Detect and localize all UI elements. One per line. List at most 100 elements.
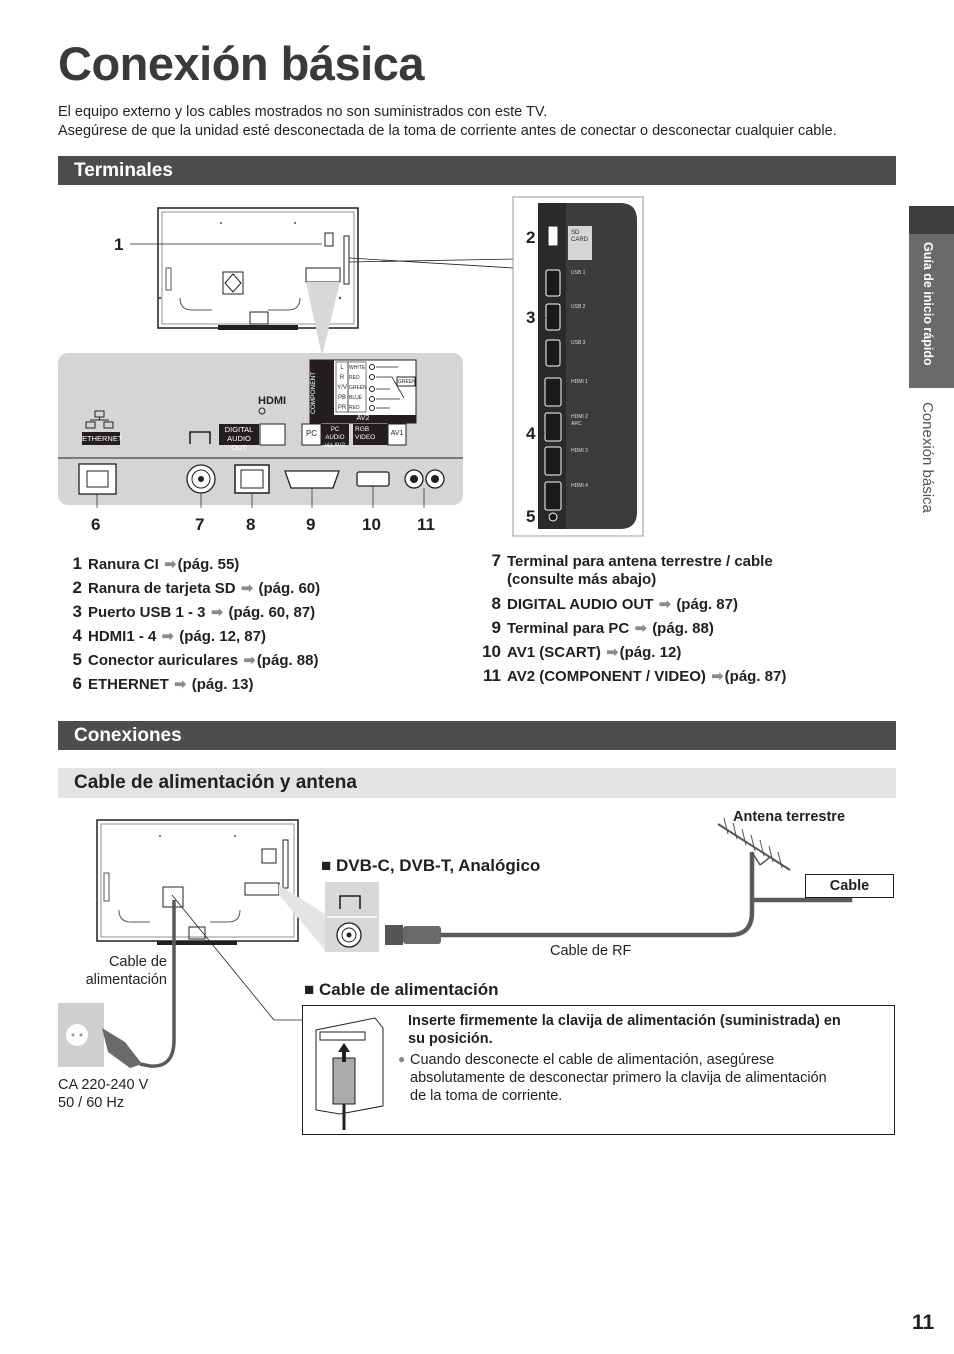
legend-text: AV1 (SCART) [507, 644, 601, 661]
page-title: Conexión básica [58, 37, 425, 90]
callout-7: 7 [195, 515, 205, 534]
legend-item: 5 Conector auriculares ➡(pág. 88) [58, 648, 320, 672]
legend-ref: (pág. 60, 87) [228, 604, 316, 621]
voltage-label: CA 220-240 V 50 / 60 Hz [58, 1076, 148, 1112]
pc-audio-line-1: PC AUDIO [325, 427, 345, 441]
legend-num: 1 [72, 554, 82, 573]
callout-8: 8 [246, 515, 256, 534]
legend-ref: (pág. 88) [256, 652, 319, 669]
legend-ref: (pág. 88) [652, 620, 714, 637]
sd-line: SD [571, 230, 580, 236]
legend-text: ETHERNET [88, 676, 169, 693]
power-heading-text: Cable de alimentación [319, 980, 499, 999]
callout-3: 3 [526, 308, 536, 327]
arrow-icon: ➡ [161, 628, 175, 645]
component-label: COMPONENT [310, 371, 317, 414]
legend-num: 5 [72, 650, 82, 669]
callout-4: 4 [526, 424, 536, 443]
terminals-diagram: HDMI [58, 196, 644, 537]
legend-num: 11 [483, 666, 501, 685]
component-channels: L R Y/V PB PR [336, 363, 348, 413]
page-number: 11 [912, 1311, 935, 1334]
legend-num: 8 [491, 594, 501, 613]
intro-text: El equipo externo y los cables mostrados… [58, 103, 837, 141]
legend-ref: (pág. 12) [619, 644, 682, 661]
frequency-text: 50 / 60 Hz [58, 1095, 125, 1111]
network-icon [85, 410, 114, 429]
callout-9: 9 [306, 515, 316, 534]
legend-num: 10 [482, 642, 501, 661]
hdmi1-label: HDMI 1 [571, 379, 588, 385]
legend-num: 7 [491, 551, 501, 570]
channel-pr: PR [337, 405, 347, 411]
power-note-text: Inserte firmemente la clavija de aliment… [398, 1012, 892, 1105]
pc-audio-label: PC AUDIO via AV2 [321, 426, 349, 450]
intro-line-2: Asegúrese de que la unidad esté desconec… [58, 123, 837, 139]
hdmi2-label: HDMI 2 [571, 414, 588, 420]
legend-item-cont: (consulte más abajo) [507, 571, 657, 588]
legend-ref: (pág. 12, 87) [179, 628, 266, 645]
power-note-box [302, 1005, 895, 1135]
arrow-icon: ➡ [164, 556, 177, 573]
av1-label: AV1 [390, 430, 404, 437]
callout-5: 5 [526, 507, 536, 526]
legend-ref: (pág. 87) [724, 668, 787, 685]
pc-audio-line-2: via AV2 [325, 443, 345, 449]
section-cable-antena: Cable de alimentación y antena [58, 768, 896, 798]
legend-text: Puerto USB 1 - 3 [88, 604, 206, 621]
antenna-icon [717, 817, 791, 871]
antenna-label: Antena terrestre [733, 809, 846, 825]
legend-num: 3 [72, 602, 82, 621]
cable-box: Cable [805, 874, 894, 898]
legend-ref: (pág. 60) [258, 580, 321, 597]
pc-label: PC [305, 429, 318, 438]
color-blue: BLUE [349, 395, 363, 401]
square-bullet-icon: ■ [304, 980, 319, 999]
section-terminales: Terminales [58, 156, 896, 185]
hdmi-logo-text: HDMI [258, 395, 286, 407]
usb3-label: USB 3 [571, 340, 586, 346]
legend-ref: (pág. 13) [191, 676, 254, 693]
note-bold-1: Inserte firmemente la clavija de aliment… [408, 1013, 841, 1029]
arrow-icon: ➡ [240, 580, 254, 597]
legend-num: 6 [72, 674, 82, 693]
connections-diagram [58, 817, 853, 1130]
note-bullet-line-2: absolutamente de desconectar primero la … [410, 1070, 827, 1086]
legend-text: Conector auriculares [88, 652, 239, 669]
dvb-heading: ■ DVB-C, DVB-T, Analógico [321, 856, 540, 876]
component-colors: WHITE RED GREEN BLUE RED [349, 363, 367, 413]
callout-1: 1 [114, 235, 124, 254]
legend-num: 4 [72, 626, 82, 645]
color-red-2: RED [349, 405, 360, 411]
power-cable-line-1: Cable de [108, 954, 167, 970]
legend-ref: (pág. 55) [177, 556, 240, 573]
channel-l: L [340, 365, 344, 371]
note-bullet-line-3: de la toma de corriente. [410, 1088, 563, 1104]
section-conexiones: Conexiones [58, 721, 896, 750]
note-bold-2: su posición. [408, 1031, 493, 1047]
sd-card-label: SD CARD [571, 230, 588, 244]
color-white: WHITE [349, 365, 366, 371]
channel-yv: Y/V [337, 385, 347, 391]
power-cable-line-2: alimentación [85, 972, 167, 988]
hdmi2-arc-label: ARC [571, 421, 582, 427]
callout-6: 6 [91, 515, 101, 534]
arrow-icon: ➡ [243, 652, 256, 669]
note-bullet: ● Cuando desconecte el cable de alimenta… [398, 1051, 892, 1105]
power-heading: ■ Cable de alimentación [304, 980, 499, 1000]
tv-back-illustration-2 [96, 819, 299, 945]
callout-10: 10 [362, 515, 381, 534]
legend-text: Ranura CI [88, 556, 159, 573]
square-bullet-icon: ■ [321, 856, 336, 875]
power-cable-label: Cable de alimentación [58, 953, 167, 989]
legend-text: Terminal para PC [507, 620, 630, 637]
channel-pb: PB [337, 395, 346, 401]
